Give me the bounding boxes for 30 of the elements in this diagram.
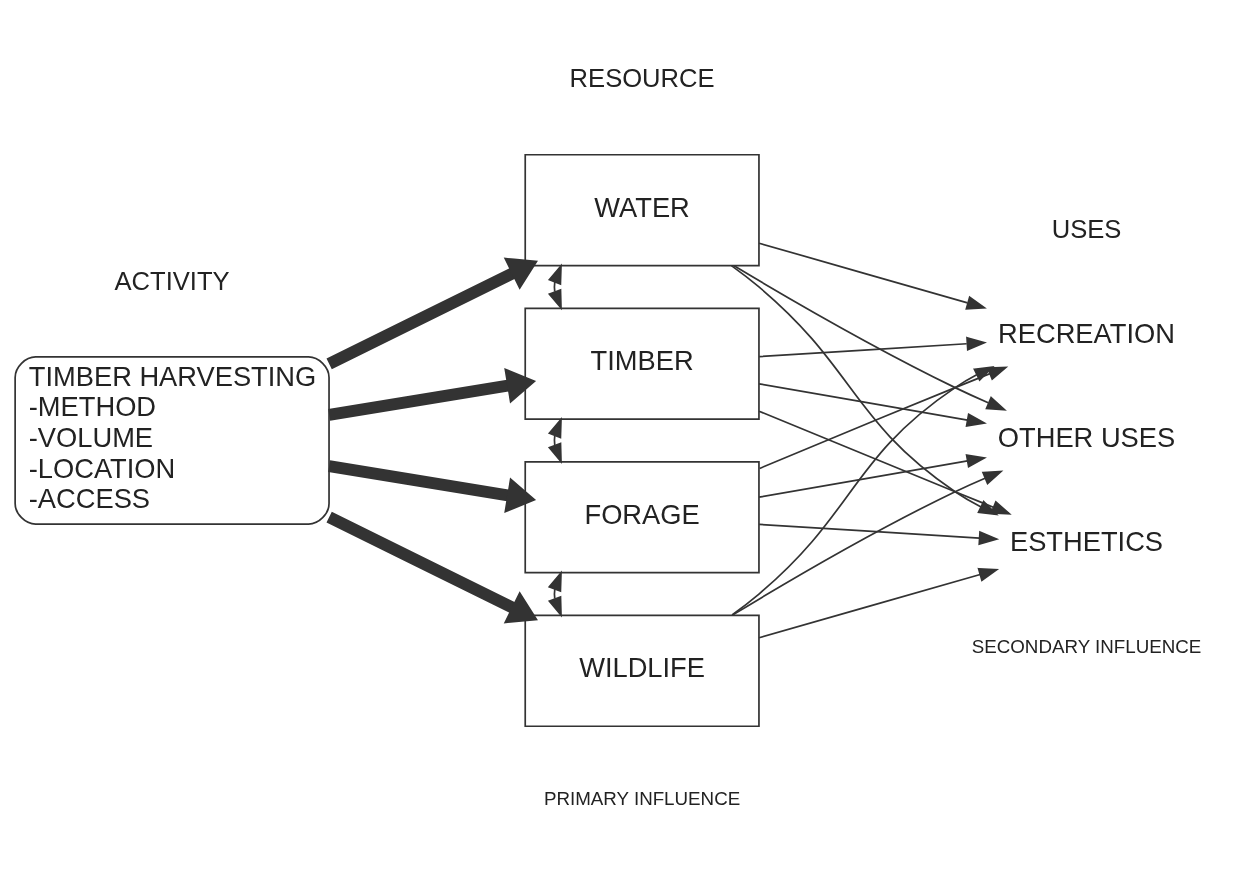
node-text: ESTHETICS	[1009, 525, 1164, 557]
arrow	[326, 511, 538, 623]
label: PRIMARY INFLUENCE	[543, 787, 741, 809]
arrow	[733, 264, 1007, 411]
arrow	[758, 365, 1009, 469]
arrow	[758, 567, 1000, 639]
arrow	[326, 257, 538, 369]
arrow	[547, 416, 562, 464]
node-box: WATER	[524, 153, 760, 266]
node-box: WILDLIFE	[524, 614, 760, 727]
node-box: TIMBER	[524, 306, 760, 420]
arrow	[547, 263, 562, 310]
arrow	[758, 382, 987, 427]
arrow	[758, 241, 987, 310]
node-text: OTHER USES	[997, 421, 1176, 453]
label: SECONDARY INFLUENCE	[971, 635, 1202, 657]
arrow	[731, 365, 995, 616]
arrow	[758, 453, 987, 498]
arrow	[731, 470, 1004, 616]
arrow	[328, 459, 537, 513]
label: ACTIVITY	[114, 266, 230, 295]
arrow	[758, 523, 1000, 545]
node-box: TIMBER HARVESTING -METHOD -VOLUME -LOCATION -ACCESS	[14, 355, 330, 525]
arrow	[328, 367, 537, 421]
label: USES	[1051, 214, 1122, 243]
node-text: RECREATION	[998, 317, 1175, 349]
arrow	[547, 570, 562, 617]
node-box: FORAGE	[524, 460, 760, 574]
label: RESOURCE	[569, 63, 715, 91]
arrow	[758, 336, 987, 357]
